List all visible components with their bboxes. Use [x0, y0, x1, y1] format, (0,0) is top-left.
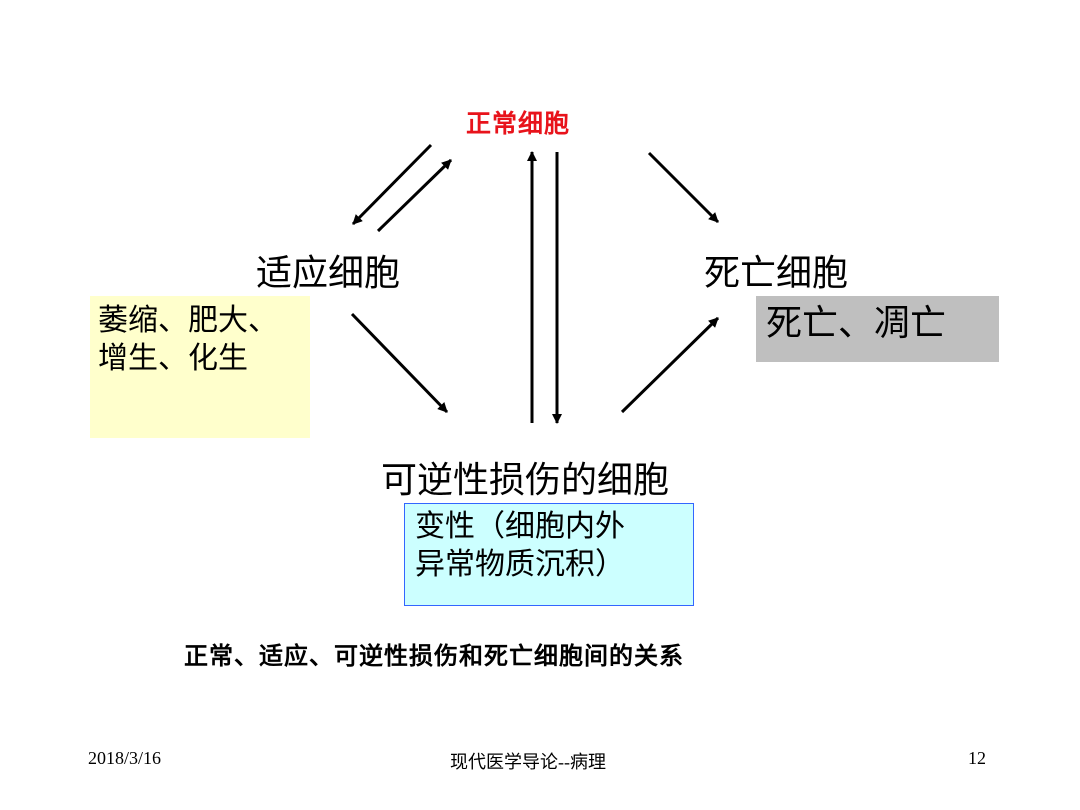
death-types-text: 死亡、凋亡 — [766, 303, 947, 344]
node-dead-cell: 死亡细胞 — [704, 253, 849, 294]
footer-page-number: 12 — [968, 748, 986, 768]
arrow-adapted-to-normal — [376, 158, 453, 233]
adaptation-line-2: 增生、化生 — [98, 341, 248, 376]
adaptation-line-1: 萎缩、肥大、 — [98, 303, 278, 338]
arrow-injured-to-dead — [620, 316, 720, 414]
footer-date: 2018/3/16 — [88, 748, 162, 768]
node-normal-cell: 正常细胞 — [466, 109, 571, 138]
death-types-box: 死亡、凋亡 — [756, 296, 999, 362]
degeneration-line-2: 异常物质沉积） — [415, 547, 625, 582]
node-reversible-injury: 可逆性损伤的细胞 — [381, 460, 670, 501]
footer-title: 现代医学导论--病理 — [450, 752, 606, 772]
diagram-caption: 正常、适应、可逆性损伤和死亡细胞间的关系 — [184, 642, 684, 670]
degeneration-line-1: 变性（细胞内外 — [415, 509, 625, 544]
arrow-normal-to-dead — [647, 151, 720, 224]
degeneration-box: 变性（细胞内外 异常物质沉积） — [404, 503, 694, 606]
adaptation-types-box: 萎缩、肥大、 增生、化生 — [90, 296, 310, 438]
arrow-normal-to-adapted — [351, 143, 433, 226]
node-adapted-cell: 适应细胞 — [256, 253, 401, 294]
arrow-adapted-to-injured — [350, 312, 449, 414]
